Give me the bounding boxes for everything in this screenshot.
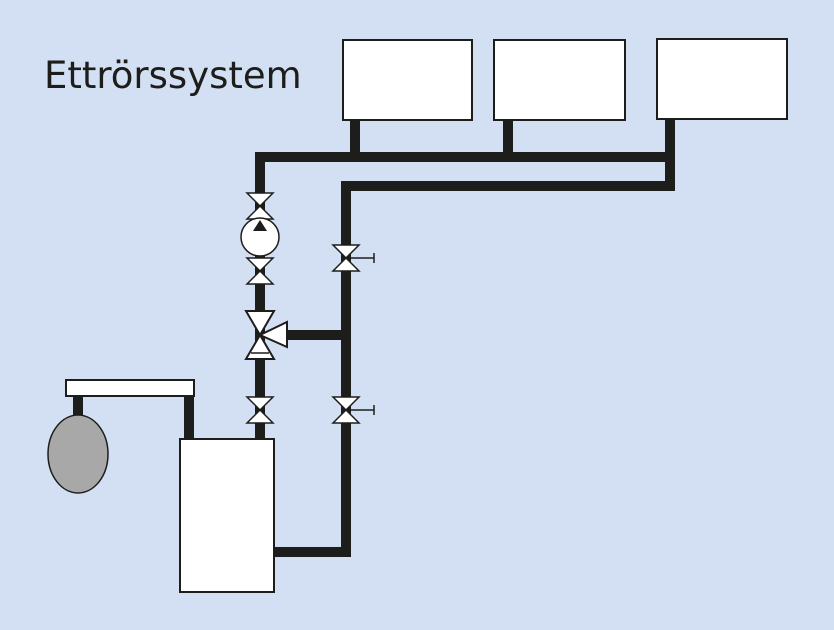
balancing-valve-upper-return[interactable] — [331, 244, 375, 272]
radiator-1 — [342, 39, 473, 121]
supply-pipe — [255, 152, 675, 438]
valve-handle-icon — [346, 405, 375, 415]
radiator-3 — [656, 38, 788, 120]
radiator-2 — [493, 39, 626, 121]
diagram-title: Ettrörssystem — [44, 54, 302, 97]
expansion-pipe-bar — [65, 379, 195, 397]
pump-direction-icon — [253, 220, 267, 231]
balancing-valve-lower-return[interactable] — [331, 396, 375, 424]
shutoff-valve-lower-supply[interactable] — [245, 396, 275, 424]
expansion-tank — [47, 414, 109, 494]
circulation-pump — [240, 217, 280, 257]
three-way-mixing-valve[interactable] — [244, 310, 288, 360]
shutoff-valve-upper-supply[interactable] — [245, 192, 275, 220]
valve-handle-icon — [346, 253, 375, 263]
boiler — [179, 438, 275, 593]
return-pipe — [274, 181, 675, 557]
shutoff-valve-after-pump[interactable] — [245, 257, 275, 285]
